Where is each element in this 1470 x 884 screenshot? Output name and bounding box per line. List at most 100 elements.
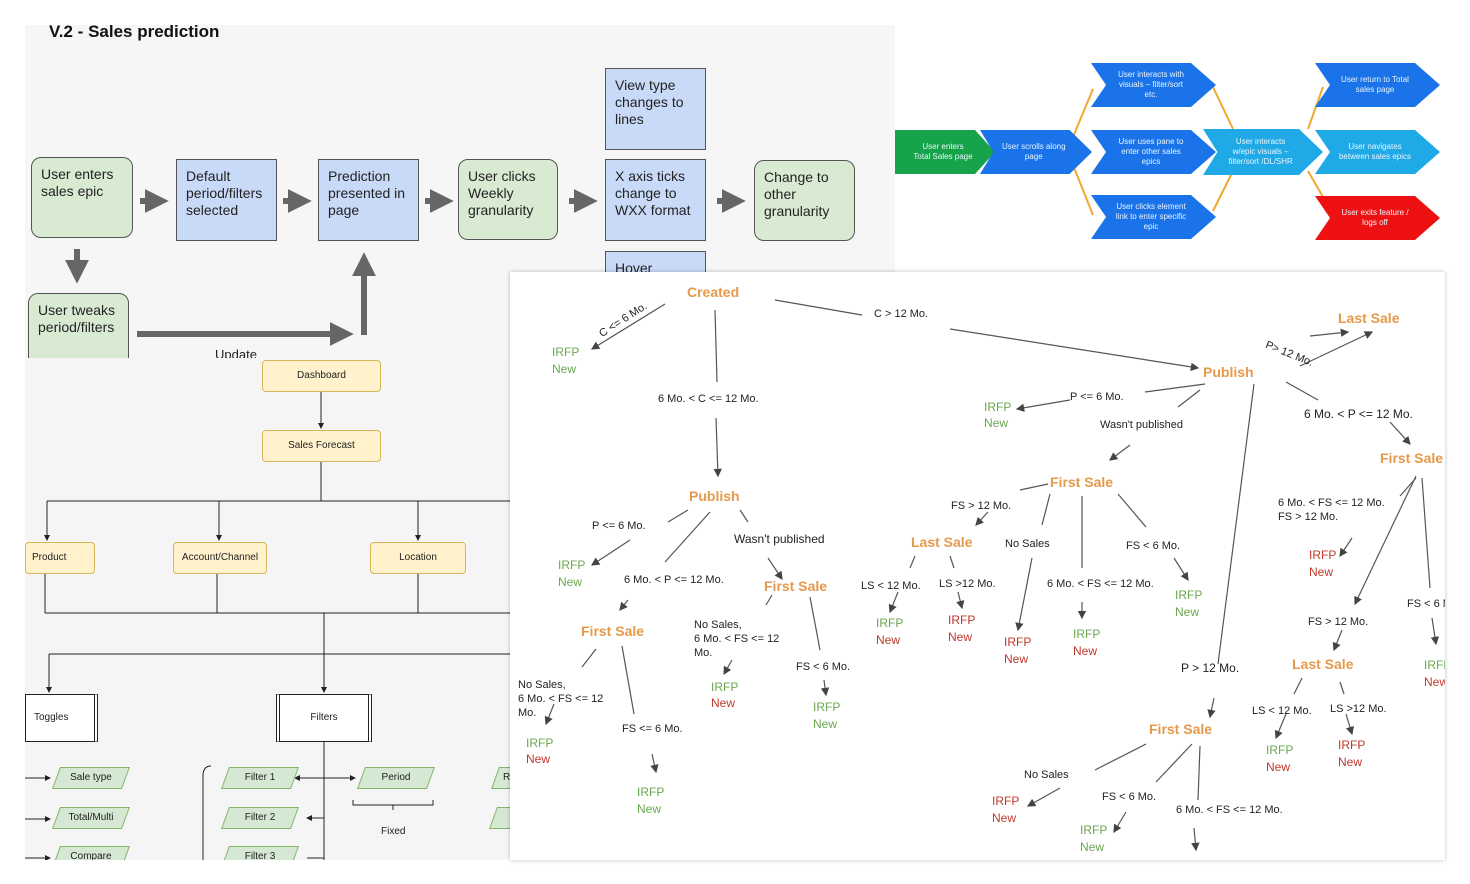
edge-fs-mid: 6 Mo. < FS <= 12 Mo.: [1047, 578, 1154, 590]
para-filter-3: Filter 3: [220, 846, 300, 860]
leaf-irfp: IRFP: [637, 785, 665, 799]
leaf-irfp: IRFP: [1175, 588, 1203, 602]
leaf-new: New: [876, 633, 901, 647]
edge-fs-lt6: FS < 6 Mo.: [1102, 791, 1157, 803]
leaf-irfp: IRFP: [876, 616, 904, 630]
edge-fs-le6: FS <= 6 Mo.: [622, 723, 683, 735]
edge-fs-mid-stack: 6 Mo. < FS <= 12 Mo.FS > 12 Mo.: [1278, 497, 1385, 523]
para-r-cut: R: [490, 767, 513, 789]
user-journey-panel: User enters Total Sales page User scroll…: [895, 25, 1445, 275]
journey-enters: User enters Total Sales page: [895, 130, 995, 174]
dashboard-hierarchy-panel: Dashboard Sales Forecast Product Account…: [25, 358, 513, 860]
node-first-sale: First Sale: [581, 623, 645, 639]
journey-scrolls: User scrolls along page: [980, 130, 1092, 174]
edge-p-gt12: P > 12 Mo.: [1181, 661, 1240, 675]
leaf-irfp: IRFP: [948, 613, 976, 627]
journey-pane: User uses pane to enter other sales epic…: [1091, 130, 1216, 174]
update-label: Update: [215, 347, 257, 360]
journey-epic-visuals: User interacts w/epic visuals – filter/s…: [1203, 129, 1323, 175]
node-first-sale: First Sale: [764, 578, 828, 594]
para-period: Period: [356, 767, 436, 789]
leaf-irfp-cut: IRFP: [1424, 658, 1445, 672]
node-user-tweaks: User tweaks period/filters: [28, 293, 129, 360]
edge-fs-lt6: FS < 6 Mo.: [796, 661, 851, 673]
journey-navigates: User navigates between sales epics: [1315, 130, 1440, 174]
edge-p-le6: P <= 6 Mo.: [1070, 391, 1124, 403]
journey-exits: User exits feature / logs off: [1315, 196, 1440, 240]
leaf-new: New: [1004, 652, 1029, 666]
flow-title: V.2 - Sales prediction: [49, 25, 220, 41]
leaf-new: New: [1073, 644, 1098, 658]
box-location: Location: [370, 542, 466, 574]
leaf-irfp: IRFP: [1309, 548, 1337, 562]
box-filters: Filters: [276, 694, 372, 742]
para-total-multi: Total/Multi: [51, 807, 131, 829]
node-last-sale: Last Sale: [1292, 656, 1354, 672]
leaf-irfp: IRFP: [1004, 635, 1032, 649]
leaf-new: New: [526, 752, 551, 766]
leaf-new: New: [992, 811, 1017, 825]
edge-fs-lt6-cut: FS < 6 M: [1407, 598, 1445, 610]
edge-c-mid: 6 Mo. < C <= 12 Mo.: [658, 393, 759, 405]
leaf-irfp: IRFP: [526, 736, 554, 750]
node-created: Created: [687, 284, 740, 300]
node-first-sale: First Sale: [1149, 721, 1213, 737]
sales-prediction-flow-panel: V.2 - Sales prediction User enters sales…: [25, 25, 895, 360]
node-first-sale: First Sale: [1380, 450, 1444, 466]
para-filter-2: Filter 2: [220, 807, 300, 829]
node-x-axis: X axis ticks change to WXX format: [605, 159, 706, 241]
node-change-granularity: Change to other granularity: [754, 160, 855, 241]
node-first-sale: First Sale: [1050, 474, 1114, 490]
leaf-new: New: [552, 362, 577, 376]
node-weekly: User clicks Weekly granularity: [458, 159, 558, 240]
edge-ls-lt12: LS < 12 Mo.: [861, 580, 921, 592]
edge-fs-mid: 6 Mo. < FS <= 12 Mo.: [1176, 804, 1283, 816]
leaf-new: New: [558, 575, 583, 589]
edge-wasnt-published: Wasn't published: [734, 532, 825, 546]
node-publish: Publish: [1203, 364, 1254, 380]
leaf-new: New: [1309, 565, 1334, 579]
leaf-new: New: [813, 717, 838, 731]
edge-fs-lt6: FS < 6 Mo.: [1126, 540, 1181, 552]
node-last-sale: Last Sale: [1338, 310, 1400, 326]
decision-tree-panel: Created C <= 6 Mo. C > 12 Mo. IRFP New 6…: [510, 272, 1445, 860]
edge-p-mid: 6 Mo. < P <= 12 Mo.: [624, 574, 724, 586]
edge-c-gt12: C > 12 Mo.: [874, 308, 929, 320]
leaf-irfp: IRFP: [1266, 743, 1294, 757]
edge-p-le6: P <= 6 Mo.: [592, 520, 646, 532]
box-dashboard: Dashboard: [262, 360, 381, 392]
box-toggles: Toggles: [25, 694, 98, 742]
journey-return: User return to Total sales page: [1315, 63, 1440, 107]
edge-ls-gt12: LS >12 Mo.: [939, 578, 996, 590]
leaf-irfp: IRFP: [552, 345, 580, 359]
flow-arrows: [65, 189, 746, 346]
leaf-new: New: [637, 802, 662, 816]
fixed-label: Fixed: [381, 826, 406, 837]
edge-p-mid: 6 Mo. < P <= 12 Mo.: [1304, 407, 1413, 421]
edge-fs-gt12: FS > 12 Mo.: [951, 500, 1012, 512]
hierarchy-connectors: [25, 392, 513, 860]
node-default-period: Default period/filters selected: [176, 159, 277, 241]
leaf-irfp: IRFP: [1080, 823, 1108, 837]
box-account-channel: Account/Channel: [173, 542, 267, 574]
edge-wasnt-published: Wasn't published: [1100, 419, 1184, 431]
node-last-sale: Last Sale: [911, 534, 973, 550]
leaf-irfp: IRFP: [1073, 627, 1101, 641]
journey-connectors: [1072, 86, 1324, 216]
edge-ls-lt12: LS < 12 Mo.: [1252, 705, 1312, 717]
leaf-new: New: [984, 416, 1009, 430]
leaf-new: New: [711, 696, 736, 710]
para-sale-type: Sale type: [51, 767, 131, 789]
box-sales-forecast: Sales Forecast: [262, 430, 381, 462]
leaf-irfp: IRFP: [1338, 738, 1366, 752]
edge-fs-gt12: FS > 12 Mo.: [1308, 616, 1369, 628]
node-view-type: View type changes to lines: [605, 68, 706, 150]
node-publish: Publish: [689, 488, 740, 504]
leaf-new: New: [1175, 605, 1200, 619]
leaf-new: New: [1338, 755, 1363, 769]
journey-clicks: User clicks element link to enter specif…: [1091, 195, 1216, 239]
leaf-irfp: IRFP: [992, 794, 1020, 808]
leaf-irfp: IRFP: [984, 400, 1012, 414]
node-user-enters: User enters sales epic: [31, 157, 133, 238]
